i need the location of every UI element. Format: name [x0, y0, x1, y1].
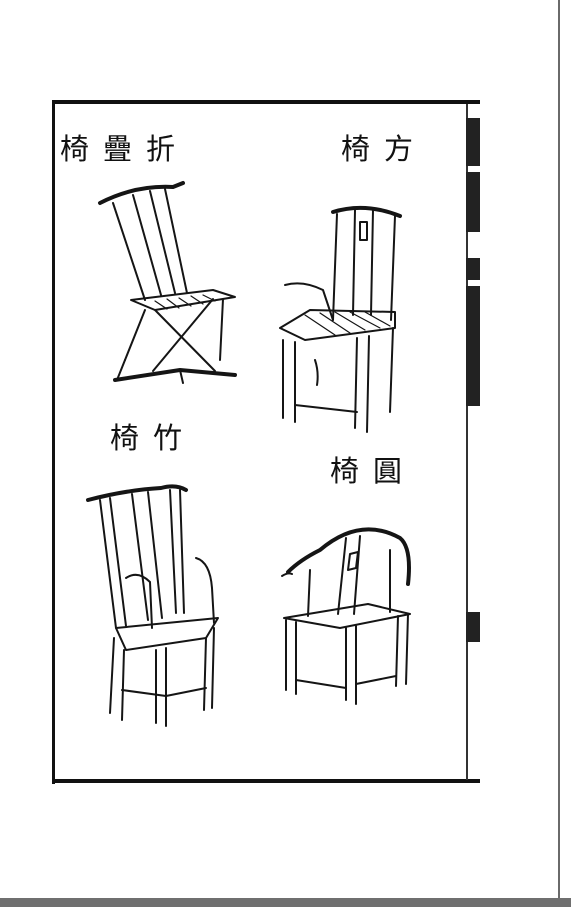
bamboo-chair-illustration [86, 484, 219, 727]
scanned-page-panel [52, 100, 480, 784]
viewer-right-border [558, 0, 560, 898]
square-chair-illustration [279, 205, 402, 433]
edge-print-mark [466, 118, 480, 166]
page-frame-top [52, 100, 480, 104]
round-chair-caption: 圓椅 [330, 454, 417, 488]
edge-print-mark [466, 258, 480, 280]
page-frame-bottom [52, 779, 480, 783]
page-frame-left [52, 100, 55, 784]
page-fold-line [466, 104, 468, 780]
folding-chair-caption: 折疊椅 [60, 132, 190, 166]
square-chair-caption: 方椅 [341, 132, 428, 166]
folding-chair-illustration [98, 181, 237, 384]
viewer-bottom-bar [0, 898, 571, 907]
round-chair-illustration [281, 527, 411, 705]
edge-print-mark [466, 172, 480, 232]
edge-print-mark [466, 286, 480, 406]
adjacent-page-edge [466, 100, 480, 784]
edge-print-mark [466, 612, 480, 642]
bamboo-chair-caption: 竹椅 [110, 421, 197, 455]
